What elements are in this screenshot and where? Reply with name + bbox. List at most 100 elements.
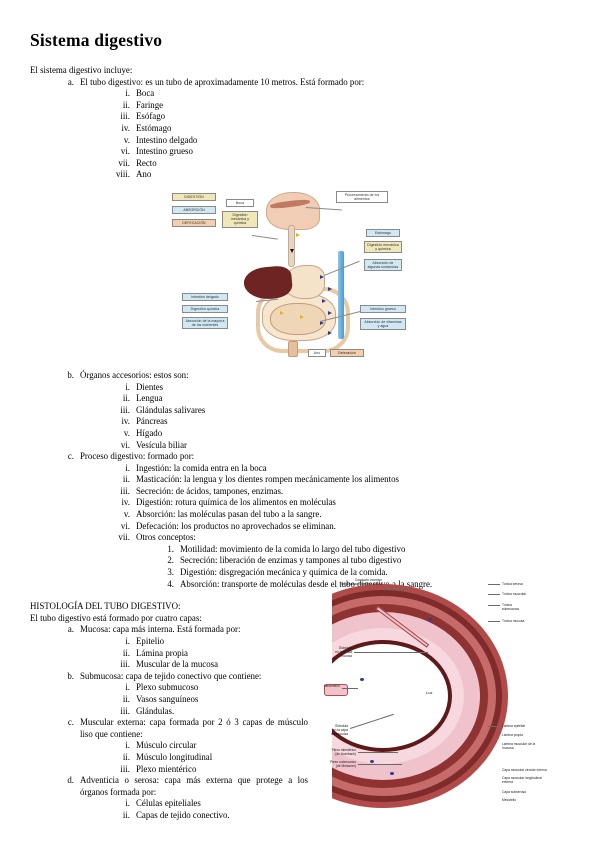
intro-paragraph: El sistema digestivo incluye: <box>30 65 133 75</box>
list-item: vi. Intestino grueso <box>106 146 575 158</box>
list-text: Capas de tejido conectivo. <box>136 809 230 820</box>
leader-line <box>488 584 500 585</box>
absorption-arrow-icon <box>320 320 324 325</box>
list-marker: v. <box>123 509 130 520</box>
label-intestino-delgado: Intestino delgado <box>182 292 228 302</box>
label-procesamiento: Procesamiento de los alimentos <box>336 190 388 204</box>
head-shape-icon <box>266 191 320 230</box>
list-text: Submucosa: capa de tejido conectivo que … <box>80 670 262 681</box>
list-text: Absorción: las moléculas pasan del tubo … <box>136 509 322 520</box>
list-item: vii. Otros conceptos: <box>106 532 575 544</box>
list-item-a-mucosa: a. Mucosa: capa más interna. Está formad… <box>60 624 308 636</box>
list-item-b: b. Órganos accesorios: estos son: <box>60 370 575 382</box>
list-marker: d. <box>67 775 74 786</box>
list-marker: a. <box>67 624 74 635</box>
label-plexo-submucoso: Plexo submucoso (de Meissner) <box>329 760 356 769</box>
list-item-a: a. El tubo digestivo: es un tubo de apro… <box>60 77 575 89</box>
label-intestino-delgado-absorcion: Absorción de la mayoría de los nutriente… <box>182 316 228 330</box>
list-marker: b. <box>67 670 74 681</box>
list-marker: iii. <box>120 763 130 774</box>
list-text: Esófago <box>136 111 166 122</box>
list-text: Músculo longitudinal <box>136 751 213 762</box>
histology-heading: HISTOLOGÍA DEL TUBO DIGESTIVO: <box>30 601 181 612</box>
list-marker: c. <box>67 451 74 462</box>
list-text: Ano <box>136 169 152 180</box>
label-estomago-absorcion: Absorción de algunas sustancias <box>364 258 402 272</box>
list-text: Proceso digestivo: formado por: <box>80 451 195 462</box>
list-marker: iii. <box>120 111 130 122</box>
list-marker: viii. <box>115 169 130 180</box>
label-glandula-capa-submucosa: Glándula en la capa submucosa <box>331 724 348 737</box>
label-tunica-muscular: Túnica muscular <box>502 592 527 596</box>
list-marker: vi. <box>120 520 130 531</box>
list-marker: ii. <box>122 393 130 404</box>
list-item: iii. Glándulas salivares <box>106 405 575 417</box>
list-item: ii. Capas de tejido conectivo. <box>106 810 308 822</box>
label-estomago: Estómago <box>366 228 400 238</box>
plexus-dot-icon <box>370 760 374 763</box>
list-item: i. Dientes <box>106 382 575 394</box>
label-estomago-digestion: Digestión mecánica y química <box>364 240 402 254</box>
list-marker: ii. <box>122 474 130 485</box>
absorption-arrow-icon <box>328 310 332 315</box>
list-item: vi. Vesícula biliar <box>106 440 575 452</box>
list-text: Dientes <box>136 381 164 392</box>
list-item: ii. Masticación: la lengua y los dientes… <box>106 474 575 486</box>
list-text: Digestión: disgregación mecánica y quími… <box>180 567 388 578</box>
list-text: Absorción: transporte de moléculas desde… <box>180 578 433 589</box>
list-text: Digestión: rotura química de los aliment… <box>136 497 336 508</box>
label-capa-muscular-circular: Capa muscular circular interna <box>502 768 547 772</box>
list-text: Faringe <box>136 99 164 110</box>
list-text: Mucosa: capa más interna. Está formada p… <box>80 624 241 635</box>
label-capa-muscular-longitudinal: Capa muscular longitudinal externa <box>502 776 542 785</box>
leader-line <box>342 688 358 689</box>
label-intestino-delgado-digestion: Digestión química <box>182 304 228 314</box>
list-marker: iii. <box>120 705 130 716</box>
esophagus-shape-icon <box>288 224 295 267</box>
label-defecacion: Defecación <box>330 348 364 358</box>
list-text: Boca <box>136 88 155 99</box>
list-text: Glándulas. <box>136 705 175 716</box>
label-tunica-submucosa: Túnica submucosa <box>502 603 519 612</box>
label-tunica-serosa: Túnica serosa <box>502 582 523 586</box>
list-marker: vi. <box>120 146 130 157</box>
list-item: v. Intestino delgado <box>106 135 575 147</box>
list-item: vii. Recto <box>106 158 575 170</box>
list-item: ii. Lámina propia <box>106 648 308 660</box>
figure-canvas: DIGESTIÓN ABSORCIÓN DEFECACIÓN Boca Dige… <box>170 189 418 364</box>
gut-wall-rings <box>332 582 510 810</box>
sublist-item: 3. Digestión: disgregación mecánica y qu… <box>158 567 575 579</box>
list-item: iii. Secreción: de ácidos, tampones, enz… <box>106 486 575 498</box>
list-text: Intestino grueso <box>136 146 193 157</box>
leader-line <box>488 605 500 606</box>
list-item: ii. Músculo longitudinal <box>106 752 308 764</box>
list-marker: ii. <box>122 693 130 704</box>
list-item: i. Músculo circular <box>106 740 308 752</box>
list-text: Lengua <box>136 393 163 404</box>
list-item: iv. Estómago <box>106 123 575 135</box>
list-item: i. Células epiteliales <box>106 798 308 810</box>
list-text: Recto <box>136 157 157 168</box>
list-marker: ii. <box>122 809 130 820</box>
list-item-b-submucosa: b. Submucosa: capa de tejido conectivo q… <box>60 671 308 683</box>
list-text: Plexo submucoso <box>136 682 199 693</box>
label-intestino-grueso: Intestino grueso <box>360 304 406 314</box>
list-text: Músculo circular <box>136 740 197 751</box>
list-marker: a. <box>67 76 74 87</box>
list-item-c-muscular: c. Muscular externa: capa formada por 2 … <box>60 717 308 740</box>
list-item: i. Epitelio <box>106 636 308 648</box>
list-marker: 2. <box>167 555 174 566</box>
list-item: ii. Lengua <box>106 393 575 405</box>
list-marker: i. <box>125 381 130 392</box>
list-text: Lámina propia <box>136 647 188 658</box>
bloodstream-bar-icon <box>338 250 344 339</box>
list-item: iv. Páncreas <box>106 416 575 428</box>
figure-histology-cross-section: Luz Conducto excretor de glándula digest… <box>306 572 576 818</box>
list-marker: iii. <box>120 659 130 670</box>
leader-line <box>358 764 402 765</box>
list-item: v. Absorción: las moléculas pasan del tu… <box>106 509 575 521</box>
small-intestine-coil-icon <box>270 302 326 335</box>
list-marker: c. <box>67 717 74 728</box>
list-item: iii. Esófago <box>106 111 575 123</box>
